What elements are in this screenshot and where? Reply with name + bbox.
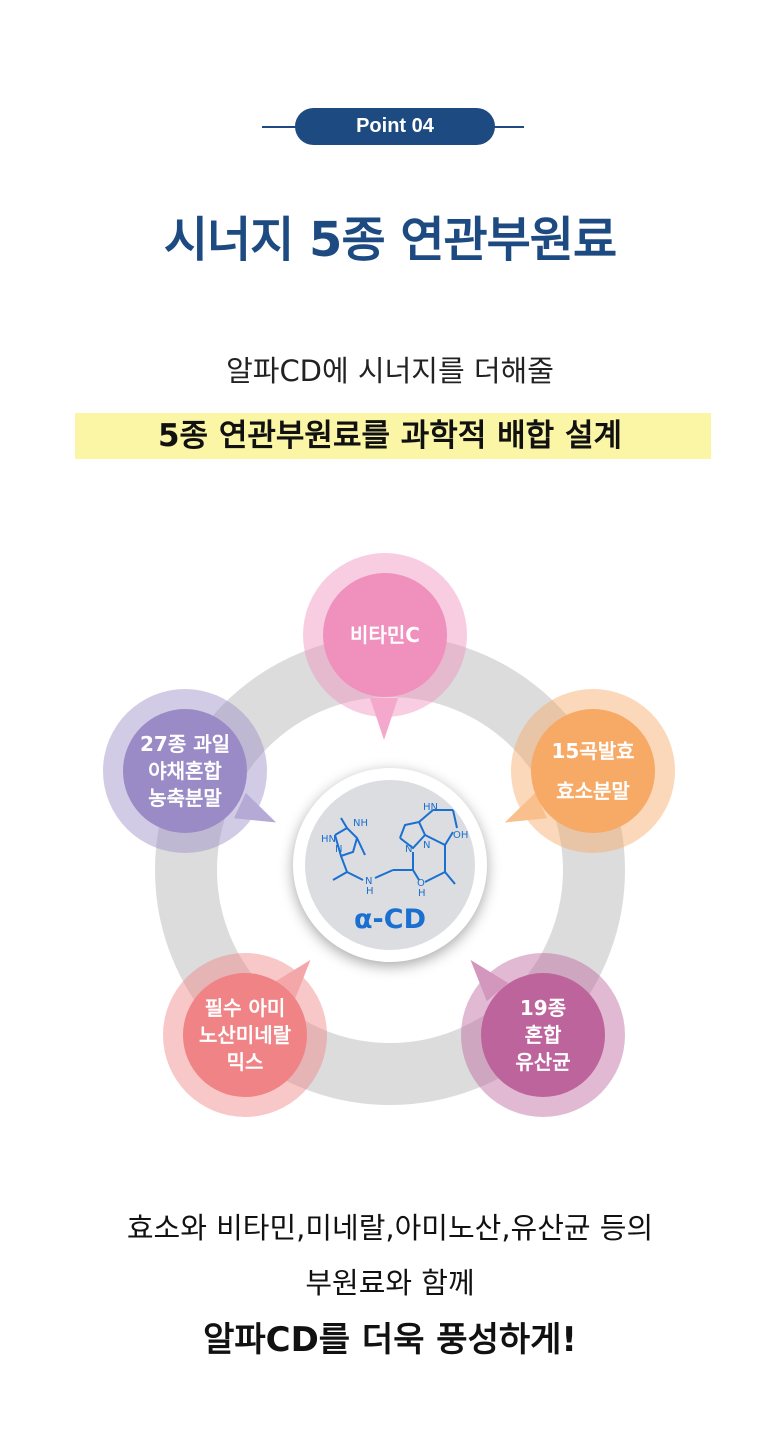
molecule-label: N <box>423 840 430 851</box>
page-title: 시너지 5종 연관부원료 <box>163 212 617 268</box>
footer-line-2: 부원료와 함께 <box>305 1266 475 1300</box>
molecule-label: O <box>417 878 425 889</box>
intro-highlight: 5종 연관부원료를 과학적 배합 설계 <box>157 418 623 454</box>
footer-line-1: 효소와 비타민,미네랄,아미노산,유산균 등의 <box>126 1211 654 1245</box>
molecule-icon: NH HN N N H HN OH N N O H α-CD <box>321 802 468 935</box>
molecule-label: HN <box>321 834 336 845</box>
molecule-label: N <box>405 844 412 855</box>
highlight-bar <box>75 413 711 459</box>
molecule-label: HN <box>423 802 438 813</box>
bubble-label: 야채혼합 <box>148 758 222 783</box>
bubble-label: 15곡발효 <box>551 739 635 763</box>
badge-line-right <box>488 126 524 128</box>
molecule-label: N <box>335 844 342 855</box>
footer-line-3: 알파CD를 더욱 풍성하게! <box>203 1320 577 1360</box>
badge-line-left <box>262 126 302 128</box>
molecule-label: OH <box>453 830 468 841</box>
bubble-label: 필수 아미 <box>204 995 286 1020</box>
alpha-cd-center: NH HN N N H HN OH N N O H α-CD <box>293 768 487 962</box>
molecule-label: H <box>366 886 374 897</box>
molecule-label: N <box>365 876 372 887</box>
molecule-label: H <box>418 888 426 899</box>
bubble-label: 유산균 <box>515 1049 571 1074</box>
bubble-label: 노산미네랄 <box>199 1022 291 1047</box>
bubble-label: 농축분말 <box>148 785 222 810</box>
bubble-label: 믹스 <box>226 1049 264 1074</box>
intro-line: 알파CD에 시너지를 더해줄 <box>226 354 554 388</box>
bubble-label: 19종 <box>519 995 567 1020</box>
bubble-label: 비타민C <box>350 622 420 647</box>
molecule-label: NH <box>353 818 368 829</box>
bubble-label: 혼합 <box>524 1022 562 1047</box>
bubble-label: 효소분말 <box>556 779 630 803</box>
center-label: α-CD <box>354 904 426 935</box>
point-badge: Point 04 <box>295 108 495 145</box>
bubble-label: 27종 과일 <box>140 731 230 756</box>
